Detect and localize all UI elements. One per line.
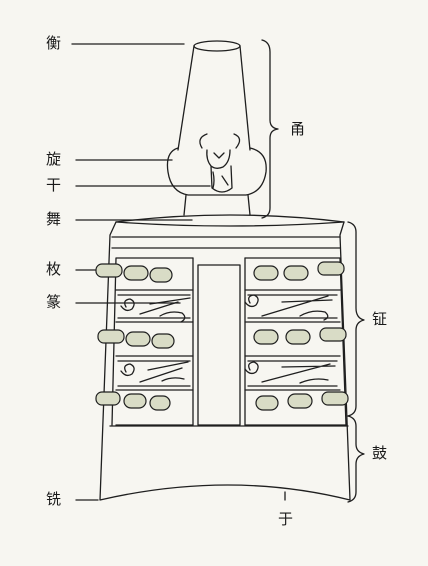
label-xuan: 旋 <box>46 150 62 168</box>
label-yong: 甬 <box>290 120 306 138</box>
mei-knob <box>123 393 147 409</box>
mei-knob <box>149 395 171 411</box>
label-gan: 干 <box>46 176 62 194</box>
mei-knob <box>125 331 151 347</box>
bell-body <box>99 221 351 501</box>
label-gu: 鼓 <box>372 444 388 462</box>
zheng-brace <box>347 221 365 417</box>
mei-knob <box>283 265 309 281</box>
label-yu: 于 <box>278 510 294 528</box>
mei-knob <box>95 263 123 278</box>
mei-knobs <box>95 261 349 411</box>
mei-knob <box>123 265 149 281</box>
label-zhuan: 篆 <box>46 293 62 311</box>
center-panel <box>197 264 241 426</box>
label-zheng: 钲 <box>372 310 388 328</box>
yong-brace <box>261 39 279 219</box>
label-mei: 枚 <box>46 260 62 278</box>
mei-knob <box>321 391 349 406</box>
mei-knob <box>253 265 279 281</box>
label-heng: 衡 <box>46 34 62 52</box>
wu-plate <box>115 214 345 223</box>
mei-knob <box>149 267 173 283</box>
mei-knob <box>319 327 347 342</box>
xuan-ring <box>166 147 267 196</box>
label-wu: 舞 <box>46 210 62 228</box>
yong-stem <box>177 45 251 151</box>
mei-knob <box>285 329 311 345</box>
mei-knob <box>255 395 279 411</box>
mei-knob <box>97 329 125 344</box>
label-xian: 铣 <box>46 490 62 508</box>
gu-brace <box>347 415 365 503</box>
heng-top <box>193 40 241 52</box>
mei-knob <box>151 333 175 349</box>
mei-knob <box>95 391 121 406</box>
mei-knob <box>287 393 313 409</box>
mei-knob <box>253 329 279 345</box>
mei-knob <box>317 261 345 276</box>
gan-beast <box>199 133 241 193</box>
